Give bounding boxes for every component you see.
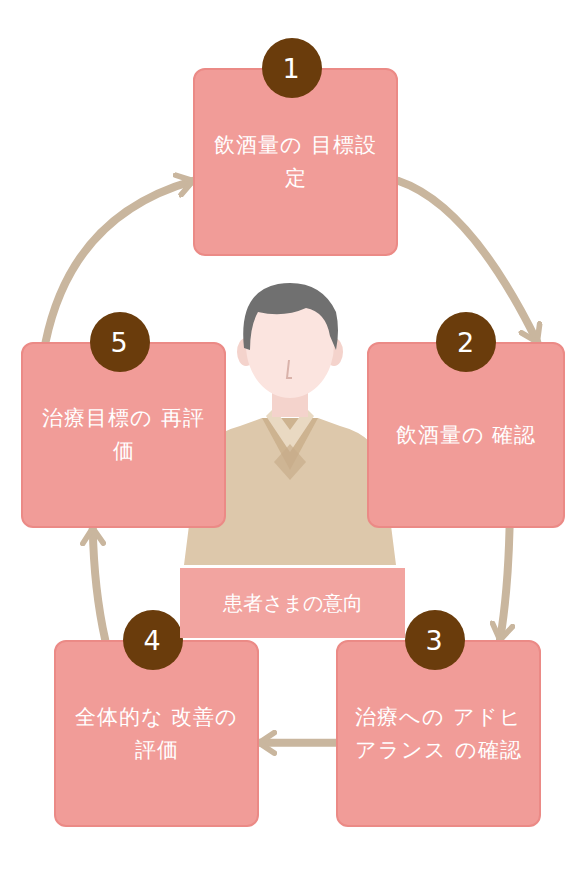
step-number-badge: 5	[90, 312, 150, 372]
process-box: 飲酒量の 確認2	[367, 342, 565, 528]
process-box: 飲酒量の 目標設定1	[193, 68, 398, 256]
step-label: 飲酒量の 確認	[384, 419, 549, 452]
process-box: 治療目標の 再評価5	[21, 342, 226, 528]
step-number-badge: 2	[436, 312, 496, 372]
step-number-badge: 1	[262, 38, 322, 98]
cycle-arrow	[259, 739, 336, 747]
step-label: 治療目標の 再評価	[23, 402, 224, 467]
center-label-band: 患者さまの意向	[180, 568, 405, 638]
step-label: 全体的な 改善の評価	[56, 701, 257, 766]
callout-number: 2	[457, 329, 475, 356]
callout-number: 5	[110, 329, 128, 356]
process-box: 治療への アドヒアランス の確認3	[336, 640, 541, 827]
step-number-badge: 3	[405, 610, 465, 670]
cycle-arrow	[93, 528, 106, 640]
callout-number: 4	[143, 627, 161, 654]
step-label: 治療への アドヒアランス の確認	[338, 701, 539, 766]
callout-number: 1	[282, 55, 300, 82]
process-box: 全体的な 改善の評価4	[54, 640, 259, 827]
cycle-arrow	[500, 528, 510, 640]
step-number-badge: 4	[123, 610, 183, 670]
callout-number: 3	[425, 627, 443, 654]
step-label: 飲酒量の 目標設定	[195, 129, 396, 194]
step-label: 患者さまの意向	[213, 590, 373, 616]
